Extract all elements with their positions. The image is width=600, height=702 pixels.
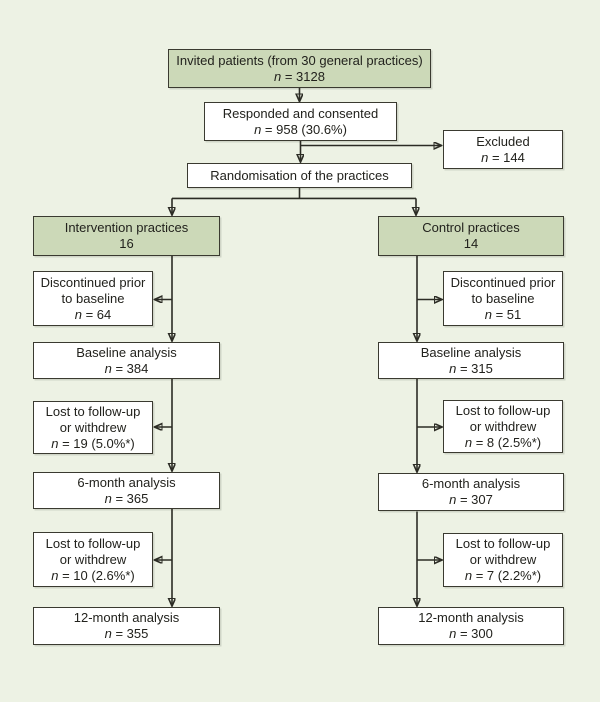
box-label: Lost to follow-up <box>45 403 141 419</box>
box-label: Randomisation of the practices <box>210 167 389 183</box>
box-n-value: n = 10 (2.6%*) <box>51 567 135 583</box>
box-intervention-practices: Intervention practices 16 <box>33 216 220 256</box>
box-control-discontinued: Discontinued prior to baseline n = 51 <box>443 271 563 326</box>
box-n-value: n = 315 <box>449 360 493 376</box>
box-label: Discontinued prior <box>40 274 146 290</box>
box-label: to baseline <box>471 290 535 306</box>
box-label: Baseline analysis <box>420 344 522 360</box>
box-label: 6-month analysis <box>421 476 521 491</box>
box-invited-patients: Invited patients (from 30 general practi… <box>168 49 431 88</box>
box-control-lost-12month: Lost to follow-up or withdrew n = 7 (2.2… <box>443 533 563 587</box>
box-count: 16 <box>119 236 134 251</box>
box-label: Lost to follow-up <box>455 402 551 418</box>
box-label: Baseline analysis <box>76 344 177 360</box>
box-n-value: n = 365 <box>104 490 149 506</box>
box-n-value: n = 64 <box>74 306 112 322</box>
box-responded-consented: Responded and consented n = 958 (30.6%) <box>204 102 397 141</box>
box-label: Discontinued prior <box>450 274 556 290</box>
box-count: 14 <box>463 236 479 251</box>
box-label: to baseline <box>61 290 125 306</box>
box-n-value: n = 958 (30.6%) <box>254 121 347 137</box>
box-control-practices: Control practices 14 <box>378 216 564 256</box>
box-label: or withdrew <box>469 418 537 434</box>
box-intervention-12month: 12-month analysis n = 355 <box>33 607 220 645</box>
box-label: or withdrew <box>59 419 127 435</box>
box-intervention-6month: 6-month analysis n = 365 <box>33 472 220 509</box>
box-n-value: n = 7 (2.2%*) <box>464 568 542 583</box>
box-label: Lost to follow-up <box>45 535 141 551</box>
box-control-12month: 12-month analysis n = 300 <box>378 607 564 645</box>
box-label: or withdrew <box>59 551 127 567</box>
box-control-6month: 6-month analysis n = 307 <box>378 473 564 511</box>
box-control-lost-6month: Lost to follow-up or withdrew n = 8 (2.5… <box>443 400 563 453</box>
box-intervention-lost-12month: Lost to follow-up or withdrew n = 10 (2.… <box>33 532 153 587</box>
box-control-baseline: Baseline analysis n = 315 <box>378 342 564 379</box>
box-label: 6-month analysis <box>77 474 176 490</box>
box-label: Lost to follow-up <box>455 536 551 551</box>
box-label: Control practices <box>422 220 520 235</box>
box-label: Excluded <box>476 133 530 149</box>
box-label: Intervention practices <box>64 220 189 235</box>
box-label: 12-month analysis <box>418 610 524 625</box>
box-intervention-lost-6month: Lost to follow-up or withdrew n = 19 (5.… <box>33 401 153 454</box>
box-n-value: n = 307 <box>449 492 493 507</box>
box-n-value: n = 51 <box>484 306 522 322</box>
box-n-value: n = 384 <box>104 360 149 376</box>
box-label: Invited patients (from 30 general practi… <box>176 52 423 68</box>
box-n-value: n = 355 <box>104 626 149 641</box>
box-label: 12-month analysis <box>73 610 180 625</box>
box-randomisation: Randomisation of the practices <box>187 163 412 188</box>
box-intervention-discontinued: Discontinued prior to baseline n = 64 <box>33 271 153 326</box>
box-n-value: n = 8 (2.5%*) <box>464 434 542 450</box>
box-intervention-baseline: Baseline analysis n = 384 <box>33 342 220 379</box>
box-n-value: n = 19 (5.0%*) <box>51 435 135 451</box>
box-n-value: n = 144 <box>481 149 525 165</box>
box-n-value: n = 300 <box>449 626 493 641</box>
box-excluded: Excluded n = 144 <box>443 130 563 169</box>
box-label: or withdrew <box>469 552 537 567</box>
box-label: Responded and consented <box>222 105 379 121</box>
box-n-value: n = 3128 <box>274 68 325 84</box>
